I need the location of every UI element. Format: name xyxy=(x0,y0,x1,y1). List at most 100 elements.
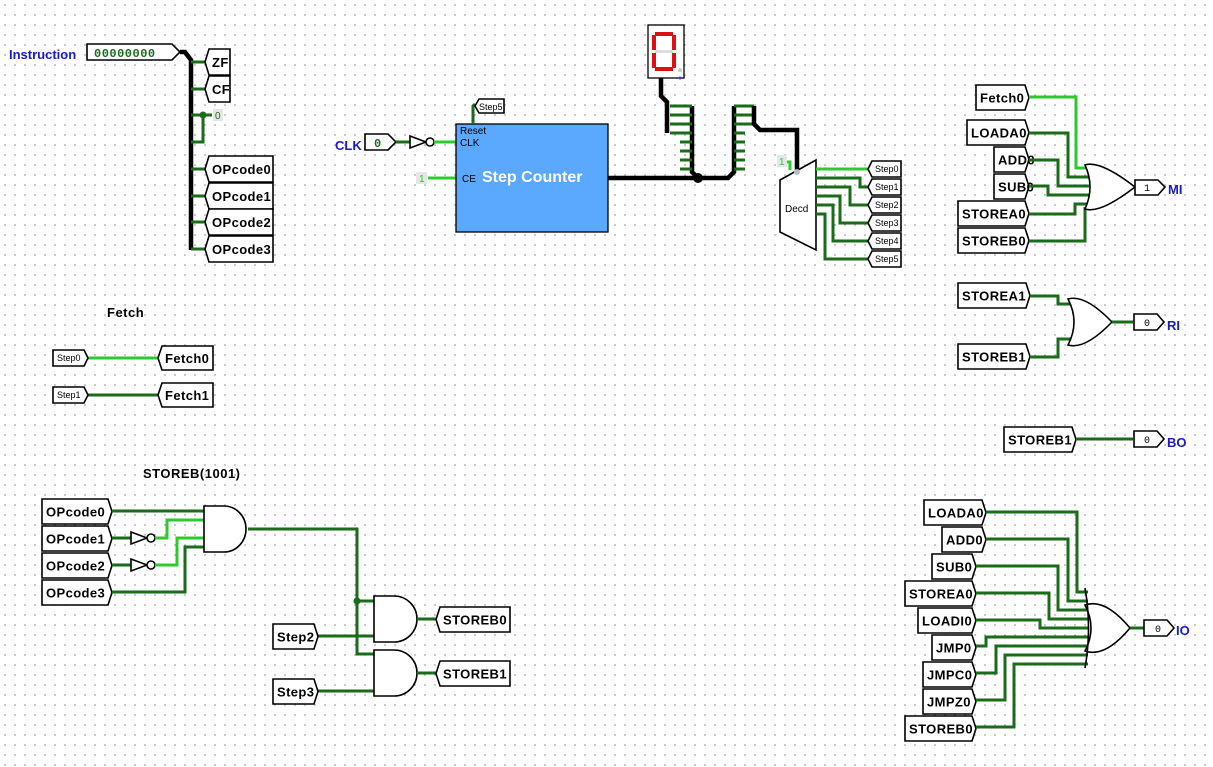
svg-text:STOREB0: STOREB0 xyxy=(443,613,507,628)
or-gate xyxy=(1083,163,1137,211)
tunnel-fetch0: Fetch0 xyxy=(157,345,214,371)
bo-output-pin: 0 BO xyxy=(1133,430,1187,450)
svg-text:Step5: Step5 xyxy=(875,254,899,264)
tunnel-opcode3: OPcode3 xyxy=(41,579,113,606)
instruction-section: Instruction 00000000 0 xyxy=(9,43,223,251)
ce-constant: 1 xyxy=(419,174,425,185)
tunnel-storea0: STOREA0 xyxy=(904,580,977,607)
tunnel-step3: Step3 xyxy=(867,214,902,232)
instruction-input-pin[interactable]: 00000000 xyxy=(86,43,182,61)
clk-port-label: CLK xyxy=(460,138,480,149)
step-counter-title: Step Counter xyxy=(482,169,582,186)
tunnel-storeb1: STOREB1 xyxy=(957,343,1031,370)
svg-text:STOREB0: STOREB0 xyxy=(962,234,1026,249)
svg-text:OPcode1: OPcode1 xyxy=(46,532,105,547)
tunnel-storeb0: STOREB0 xyxy=(957,227,1030,254)
instruction-bus xyxy=(180,49,194,250)
tunnel-opcode2: OPcode2 xyxy=(41,552,113,579)
svg-text:SUB0: SUB0 xyxy=(998,180,1034,195)
tunnel-opcode0: OPcode0 xyxy=(204,155,274,183)
svg-text:1: 1 xyxy=(1144,184,1150,195)
mi-output-pin: 1 MI xyxy=(1134,179,1182,197)
decoder[interactable]: Decd xyxy=(779,158,817,252)
or-gate xyxy=(1083,587,1132,669)
svg-text:JMP0: JMP0 xyxy=(936,641,972,656)
tunnel-loadi0: LOADI0 xyxy=(917,607,977,634)
svg-text:Step0: Step0 xyxy=(57,353,81,363)
tunnel-opcode2: OPcode2 xyxy=(204,208,274,236)
svg-text:OPcode2: OPcode2 xyxy=(46,559,105,574)
tunnel-opcode1: OPcode1 xyxy=(41,525,113,552)
svg-text:Step2: Step2 xyxy=(277,630,314,645)
tunnel-storeb0: STOREB0 xyxy=(435,606,511,633)
svg-text:ADD0: ADD0 xyxy=(998,153,1035,168)
and-gate xyxy=(373,595,418,697)
svg-text:OPcode0: OPcode0 xyxy=(212,162,271,177)
tunnel-sub0: SUB0 xyxy=(993,173,1034,200)
svg-text:OPcode0: OPcode0 xyxy=(46,505,105,520)
svg-text:Step1: Step1 xyxy=(875,182,899,192)
tunnel-loada0: LOADA0 xyxy=(923,499,987,526)
svg-text:Step0: Step0 xyxy=(875,164,899,174)
svg-text:OPcode2: OPcode2 xyxy=(212,215,271,230)
instruction-pin-label: Instruction xyxy=(9,47,76,62)
svg-text:Step3: Step3 xyxy=(875,218,899,228)
svg-text:OPcode3: OPcode3 xyxy=(212,242,271,257)
tunnel-opcode1: OPcode1 xyxy=(204,182,274,210)
tunnel-step2: Step2 xyxy=(867,196,902,214)
tunnel-step0: Step0 xyxy=(52,349,89,367)
ri-label: RI xyxy=(1167,318,1180,333)
svg-text:Step3: Step3 xyxy=(277,685,314,700)
svg-text:STOREB1: STOREB1 xyxy=(443,667,507,682)
tunnel-jmp0: JMP0 xyxy=(931,634,977,661)
and-gate-4input xyxy=(203,505,247,553)
svg-text:Step1: Step1 xyxy=(57,390,81,400)
tunnel-jmpz0: JMPZ0 xyxy=(922,688,977,715)
tunnel-storea0: STOREA0 xyxy=(957,200,1030,227)
svg-text:STOREA0: STOREA0 xyxy=(909,587,973,602)
not-gate xyxy=(130,530,156,573)
tunnel-storeb1: STOREB1 xyxy=(1003,426,1077,453)
step-counter-block[interactable]: Reset CLK CE Step Counter xyxy=(455,123,609,233)
counter-bus xyxy=(608,106,737,181)
svg-text:0: 0 xyxy=(1144,436,1150,447)
tunnel-add0: ADD0 xyxy=(941,526,987,553)
instruction-value: 00000000 xyxy=(94,47,156,61)
ce-port-label: CE xyxy=(462,174,476,185)
svg-text:LOADA0: LOADA0 xyxy=(971,126,1027,141)
svg-text:Step5: Step5 xyxy=(479,102,503,112)
svg-text:ZF: ZF xyxy=(212,55,229,70)
reset-port-label: Reset xyxy=(460,126,486,137)
svg-text:0: 0 xyxy=(1144,319,1150,330)
svg-text:LOADA0: LOADA0 xyxy=(928,506,984,521)
clk-input-pin[interactable]: 0 xyxy=(364,133,398,151)
decoder-label: Decd xyxy=(785,204,808,215)
svg-text:JMPZ0: JMPZ0 xyxy=(927,695,971,710)
tunnel-step1: Step1 xyxy=(867,178,902,196)
tunnel-step0: Step0 xyxy=(867,160,902,178)
reset-tunnel: Step5 xyxy=(474,98,505,114)
ri-output-pin: 0 RI xyxy=(1133,313,1180,333)
tunnel-step4: Step4 xyxy=(867,232,902,250)
svg-text:STOREB1: STOREB1 xyxy=(962,350,1026,365)
tunnel-fetch0: Fetch0 xyxy=(975,84,1030,111)
io-label: IO xyxy=(1176,623,1190,638)
bo-label: BO xyxy=(1167,435,1187,450)
svg-text:SUB0: SUB0 xyxy=(936,560,972,575)
svg-text:JMPC0: JMPC0 xyxy=(927,668,972,683)
tunnel-storeb0: STOREB0 xyxy=(904,715,977,742)
tunnel-step5: Step5 xyxy=(867,250,902,268)
storeb-title: STOREB(1001) xyxy=(143,466,241,481)
tunnel-step1: Step1 xyxy=(52,386,89,404)
svg-text:Fetch1: Fetch1 xyxy=(165,388,209,403)
svg-text:OPcode3: OPcode3 xyxy=(46,586,105,601)
tunnel-step3: Step3 xyxy=(272,678,319,705)
splitter-constant: 0 xyxy=(215,111,221,122)
svg-text:Fetch0: Fetch0 xyxy=(980,91,1024,106)
tunnel-cf: CF xyxy=(204,75,231,103)
svg-text:Step2: Step2 xyxy=(875,200,899,210)
not-gate xyxy=(409,134,435,150)
clock-section: CLK 0 1 Reset CLK CE Step Counter Step5 xyxy=(335,98,609,233)
tunnel-fetch1: Fetch1 xyxy=(157,382,214,408)
decoder-enable-constant: 1 xyxy=(779,157,785,168)
